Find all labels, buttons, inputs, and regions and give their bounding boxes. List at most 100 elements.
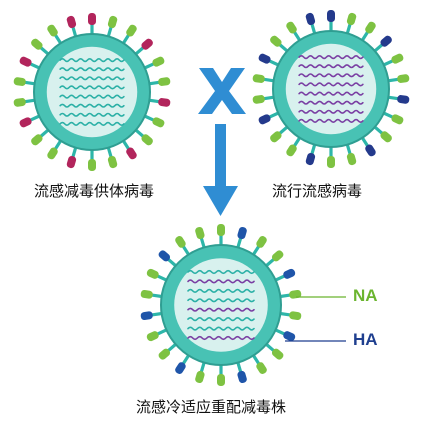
surface-spike: [359, 21, 376, 44]
surface-spike: [327, 10, 335, 35]
surface-spike: [47, 137, 64, 160]
spike-head: [397, 74, 410, 83]
reassortant-strain-label: 流感冷适应重配减毒株: [136, 398, 287, 416]
spike-head: [19, 117, 32, 128]
surface-spike: [250, 352, 267, 374]
spike-head: [31, 134, 43, 146]
ha-label: HA: [353, 330, 378, 349]
spike-head: [175, 236, 186, 248]
surface-spike: [195, 226, 207, 251]
rna-segment: [59, 121, 125, 126]
rna-segment: [187, 298, 255, 303]
spike-head: [365, 21, 376, 34]
spike-head: [380, 35, 392, 47]
surface-spike: [132, 127, 153, 146]
surface-spike: [88, 13, 96, 38]
spike-head: [252, 95, 265, 104]
spike-head: [397, 95, 410, 104]
rna-segment: [187, 335, 255, 341]
spike-head: [47, 147, 58, 160]
rna-segment: [298, 82, 364, 87]
surface-spike: [106, 144, 118, 169]
spike-head: [252, 74, 265, 83]
arrow-shaft: [215, 124, 226, 188]
surface-spike: [258, 110, 282, 125]
spike-head: [391, 53, 404, 64]
surface-spike: [31, 127, 52, 146]
surface-spike: [235, 226, 247, 251]
spike-head: [66, 15, 77, 28]
surface-spike: [384, 74, 410, 83]
surface-spike: [145, 98, 171, 107]
surface-spike: [66, 144, 78, 169]
spike-head: [270, 131, 282, 143]
surface-spike: [250, 236, 267, 258]
surface-spike: [217, 224, 225, 249]
spike-head: [158, 98, 171, 107]
spike-head: [107, 15, 118, 28]
spike-head: [346, 12, 357, 25]
spike-head: [217, 374, 225, 386]
spike-head: [258, 114, 271, 125]
rna-segment: [187, 317, 255, 322]
surface-spike: [146, 268, 170, 283]
surface-spike: [270, 124, 291, 143]
surface-spike: [132, 38, 153, 57]
spike-head: [271, 348, 284, 360]
spike-head: [346, 153, 357, 166]
spike-head: [305, 12, 316, 25]
spike-head: [270, 35, 282, 47]
spike-head: [256, 236, 267, 248]
rna-segment: [59, 67, 125, 72]
surface-spike: [384, 95, 410, 104]
rna-segment: [298, 73, 364, 78]
spike-head: [195, 370, 205, 384]
surface-spike: [371, 124, 392, 143]
surface-spike: [272, 327, 296, 342]
rna-segment: [59, 103, 125, 108]
surface-spike: [47, 24, 64, 47]
surface-spike: [140, 311, 166, 321]
rna-segment: [59, 85, 125, 90]
spike-head: [158, 348, 171, 360]
surface-spike: [252, 95, 278, 104]
surface-spike: [305, 141, 317, 166]
surface-spike: [263, 250, 284, 269]
spike-head: [327, 156, 335, 168]
surface-spike: [175, 352, 192, 374]
spike-head: [158, 250, 171, 262]
surface-spike: [158, 341, 179, 360]
surface-spike: [13, 77, 39, 86]
spike-head: [175, 362, 186, 374]
spike-head: [126, 24, 137, 37]
surface-spike: [345, 141, 357, 166]
spike-head: [286, 21, 297, 34]
spike-head: [237, 370, 247, 384]
surface-spike: [88, 146, 96, 171]
spike-head: [146, 268, 159, 279]
surface-spike: [19, 56, 43, 71]
spike-head: [327, 10, 335, 22]
spike-head: [289, 311, 302, 321]
spike-head: [152, 117, 165, 128]
surface-spike: [286, 134, 303, 157]
spike-head: [286, 144, 297, 157]
rna-segment: [187, 307, 255, 312]
spike-head: [271, 250, 284, 262]
spike-head: [365, 144, 376, 157]
spike-head: [88, 159, 96, 171]
surface-spike: [380, 53, 404, 68]
down-arrow-icon: [203, 124, 238, 216]
spike-head: [152, 56, 165, 67]
surface-spike: [140, 289, 166, 299]
surface-spike: [31, 38, 52, 57]
surface-spike: [371, 35, 392, 54]
surface-spike: [66, 15, 78, 40]
spike-head: [380, 131, 392, 143]
rna-segment: [187, 279, 255, 284]
spike-head: [141, 38, 153, 50]
spike-head: [237, 226, 247, 240]
surface-spike: [141, 113, 165, 128]
surface-spike: [305, 12, 317, 37]
